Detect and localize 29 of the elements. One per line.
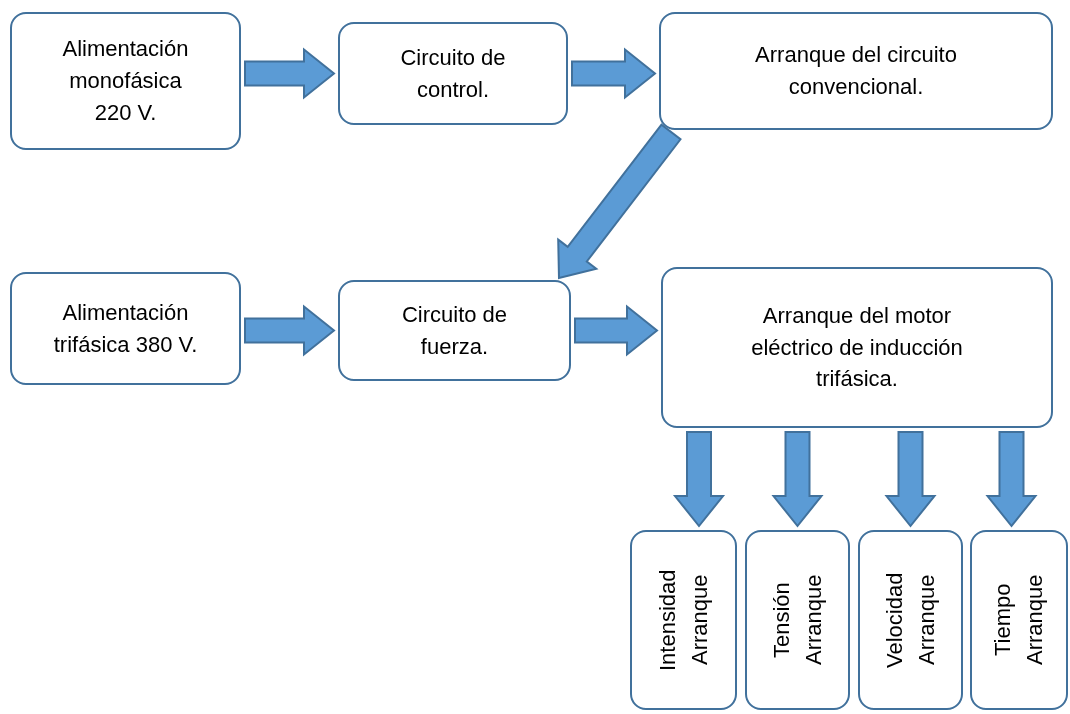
block-arrow <box>244 304 336 357</box>
box-label: Circuito de control. <box>399 43 507 104</box>
process-box <box>338 22 568 125</box>
process-box <box>858 530 963 710</box>
process-box <box>661 267 1053 428</box>
box-label: Arranque del motor eléctrico de inducción trifásica. <box>750 301 964 394</box>
block-arrow <box>884 431 937 528</box>
block-arrow <box>574 304 659 357</box>
box-label: Intensidad Arranque <box>653 568 713 673</box>
box-label: Alimentación trifásica 380 V. <box>52 298 199 359</box>
process-box <box>10 12 241 150</box>
box-label: Arranque del circuito convencional. <box>754 41 958 101</box>
block-arrow <box>557 123 682 280</box>
block-arrow <box>771 431 824 528</box>
process-box <box>338 280 571 381</box>
box-label: Tiempo Arranque <box>989 573 1048 668</box>
block-arrow <box>985 431 1038 528</box>
process-box <box>10 272 241 385</box>
block-arrow <box>571 47 657 100</box>
box-label: Velocidad Arranque <box>880 571 940 670</box>
process-box <box>970 530 1068 710</box>
block-arrow <box>672 431 726 528</box>
process-box <box>659 12 1053 130</box>
process-box <box>745 530 850 710</box>
process-box <box>630 530 737 710</box>
box-label: Circuito de fuerza. <box>400 300 509 361</box>
box-label: Alimentación monofásica 220 V. <box>61 35 190 127</box>
box-label: Tensión Arranque <box>767 573 827 668</box>
block-arrow <box>244 47 336 100</box>
